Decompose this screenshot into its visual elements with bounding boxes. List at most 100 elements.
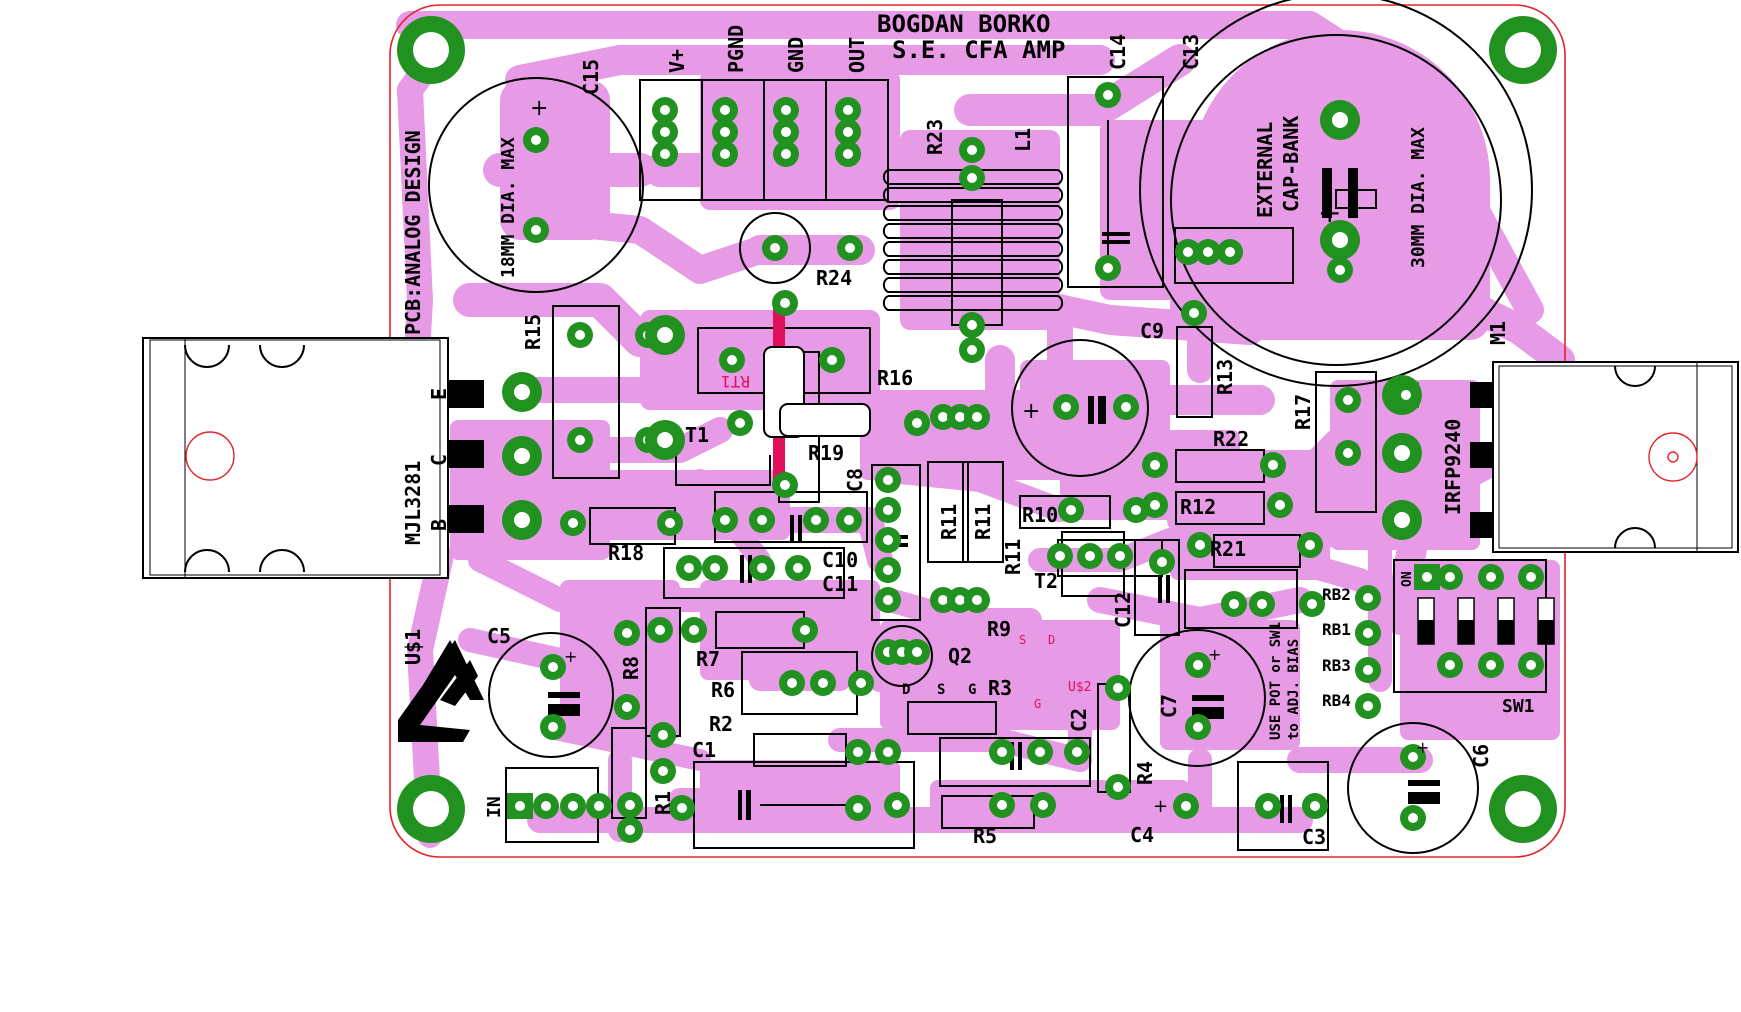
r11c-label: R11	[1001, 539, 1025, 575]
pad-hole	[1445, 572, 1455, 582]
svg-text:+: +	[564, 647, 577, 666]
m1-label: M1	[1486, 321, 1510, 345]
pad-hole	[720, 105, 730, 115]
irfp9240-hole	[1648, 432, 1698, 482]
pad-hole	[997, 800, 1007, 810]
pad-hole	[1193, 722, 1203, 732]
pad-hole	[800, 625, 810, 635]
pad-hole	[1193, 660, 1203, 670]
q2-label: Q2	[948, 644, 972, 668]
pad-hole	[514, 512, 530, 528]
pad-hole	[843, 149, 853, 159]
pad-hole	[655, 625, 665, 635]
r11b-label: R11	[971, 504, 995, 540]
c13-outline-outer	[1139, 0, 1533, 387]
bjt-label: MJL3281	[401, 461, 425, 545]
cap-bank-note-1: EXTERNAL	[1253, 122, 1277, 218]
r3-label: R3	[988, 676, 1012, 700]
r13-label: R13	[1213, 359, 1237, 395]
pad-hole	[856, 678, 866, 688]
svg-text:+: +	[530, 96, 548, 121]
rb4-label: RB4	[1322, 691, 1351, 710]
pad-hole	[844, 515, 854, 525]
svg-text:+: +	[1208, 645, 1221, 664]
r5-label: R5	[973, 824, 997, 848]
pad-hole	[967, 345, 977, 355]
pad-hole	[938, 412, 948, 422]
pad-hole	[1305, 540, 1315, 550]
pad-hole	[781, 149, 791, 159]
pad-hole	[1343, 448, 1353, 458]
r8-label: R8	[619, 656, 643, 680]
pad-hole	[883, 565, 893, 575]
pad-hole	[727, 355, 737, 365]
pad-hole	[1225, 247, 1235, 257]
pad-hole	[594, 801, 604, 811]
silkscreen-text: BOGDAN BORKO S.E. CFA AMP PCB:ANALOG DES…	[401, 10, 1535, 849]
pad-hole	[684, 563, 694, 573]
r17-label: R17	[1291, 394, 1315, 430]
title-line2: S.E. CFA AMP	[892, 36, 1065, 64]
bjt-e-label: E	[427, 388, 451, 400]
pad-hole	[660, 105, 670, 115]
svg-text:+: +	[1416, 738, 1429, 757]
pad-hole	[665, 518, 675, 528]
c13-outline-inner	[1170, 34, 1502, 366]
mosfet-label: IRFP9240	[1441, 419, 1465, 515]
credit-label: PCB:ANALOG DESIGN	[401, 130, 425, 335]
pad-hole	[1526, 660, 1536, 670]
pad-hole	[757, 515, 767, 525]
pad-hole	[1268, 460, 1278, 470]
pad-hole	[1307, 599, 1317, 609]
pad-hole	[1072, 747, 1082, 757]
pad-hole	[575, 330, 585, 340]
switch-on-label: ON	[1400, 571, 1415, 587]
rb3-label: RB3	[1322, 656, 1351, 675]
gnd-label: GND	[784, 37, 808, 73]
l1-coil	[882, 169, 1064, 311]
c12-label: C12	[1111, 592, 1135, 628]
board-id-label: U$1	[401, 629, 425, 665]
u2-d-label: D	[1048, 633, 1055, 647]
r10-label: R10	[1022, 503, 1058, 527]
c9-label: C9	[1140, 319, 1164, 343]
pad-hole	[568, 801, 578, 811]
r23-label: R23	[923, 119, 947, 155]
analog-design-logo	[398, 640, 484, 742]
pad-hole	[1408, 813, 1418, 823]
pad-hole	[531, 225, 541, 235]
pad-hole	[1195, 540, 1205, 550]
pad-hole	[938, 595, 948, 605]
pad-hole	[1113, 782, 1123, 792]
polarity-marks: + + + + + + +	[530, 96, 1429, 817]
r19-label: R19	[808, 441, 844, 465]
in-label: IN	[484, 796, 505, 818]
pad-hole	[843, 127, 853, 137]
r18-label: R18	[608, 541, 644, 565]
pad-hole	[1181, 801, 1191, 811]
pad-hole	[1275, 500, 1285, 510]
pad-hole	[1203, 247, 1213, 257]
pad-hole	[720, 127, 730, 137]
u2-g-label: G	[1034, 697, 1041, 711]
mjl3281-legs	[448, 380, 484, 533]
pad-hole	[967, 320, 977, 330]
c5-label: C5	[487, 624, 511, 648]
pad-hole	[883, 505, 893, 515]
svg-text:+: +	[1318, 196, 1341, 229]
pad-hole	[1526, 572, 1536, 582]
r12-label: R12	[1180, 495, 1216, 519]
pad-hole	[1343, 395, 1353, 405]
pad-hole	[781, 105, 791, 115]
r15-label: R15	[521, 314, 545, 350]
pad-hole	[541, 801, 551, 811]
pad-hole	[514, 448, 530, 464]
pad-hole	[1055, 551, 1065, 561]
pad-hole	[658, 766, 668, 776]
jfet-d-label: D	[902, 682, 910, 698]
r1-label: R1	[651, 791, 675, 815]
pad-hole	[1150, 500, 1160, 510]
t2-label: T2	[1034, 569, 1058, 593]
c13-label: C13	[1179, 34, 1203, 70]
pad-hole	[853, 803, 863, 813]
